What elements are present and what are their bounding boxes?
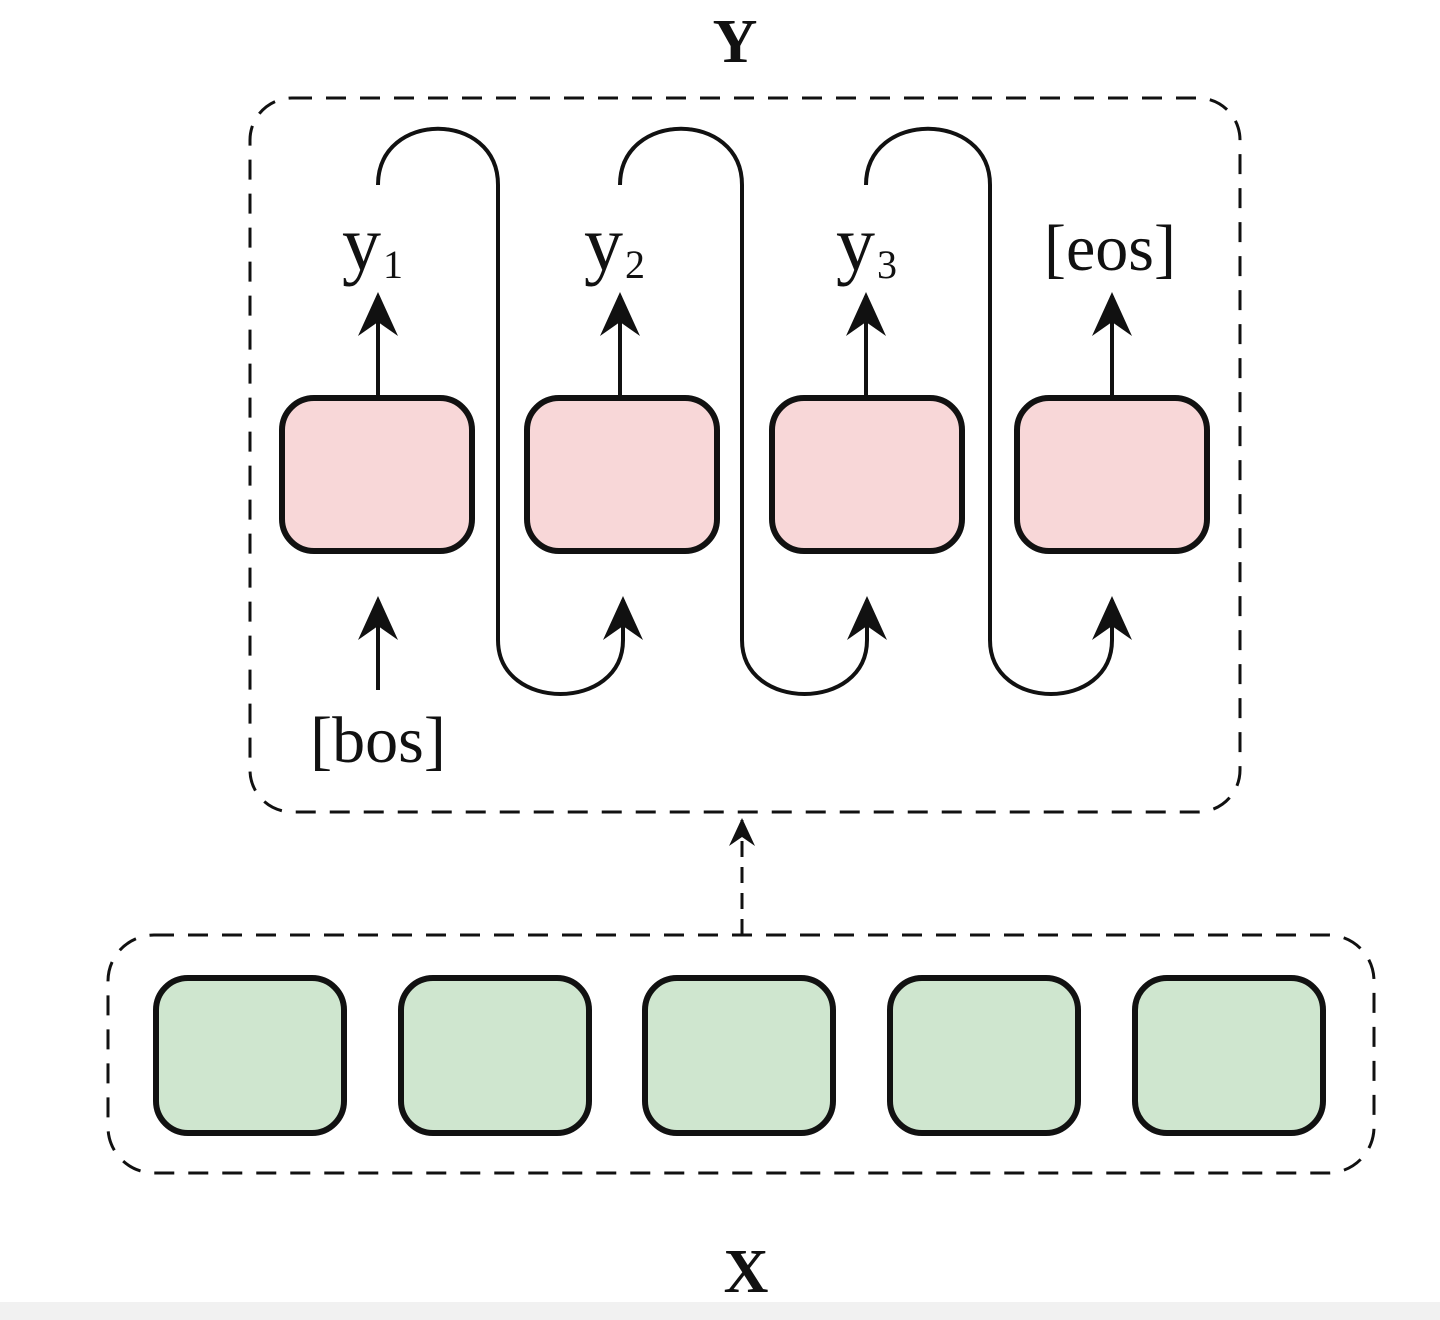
feedback-path-1 [376, 126, 643, 696]
decoder-cell [1014, 395, 1210, 554]
start-token-label: [bos] [310, 704, 446, 777]
output-token-1: y1 [342, 200, 403, 287]
encoder-cell [153, 975, 347, 1136]
feedback-path-2 [618, 126, 887, 696]
bottom-strip [0, 1302, 1440, 1320]
output-sequence-label: Y [713, 8, 758, 76]
encoder-cell [398, 975, 592, 1136]
encoder-cell [642, 975, 836, 1136]
decoder-cell [279, 395, 475, 554]
decoder-container [248, 96, 1242, 814]
encoder-cell [887, 975, 1081, 1136]
input-sequence-label: X [724, 1238, 769, 1306]
decoder-cell [524, 395, 720, 554]
decoder-cell [769, 395, 965, 554]
end-token-label: [eos] [1044, 212, 1176, 285]
encoder-container [106, 933, 1376, 1175]
output-token-2: y2 [584, 200, 645, 287]
feedback-path-3 [864, 126, 1132, 696]
encoder-cell [1132, 975, 1326, 1136]
output-token-3: y3 [836, 200, 897, 287]
